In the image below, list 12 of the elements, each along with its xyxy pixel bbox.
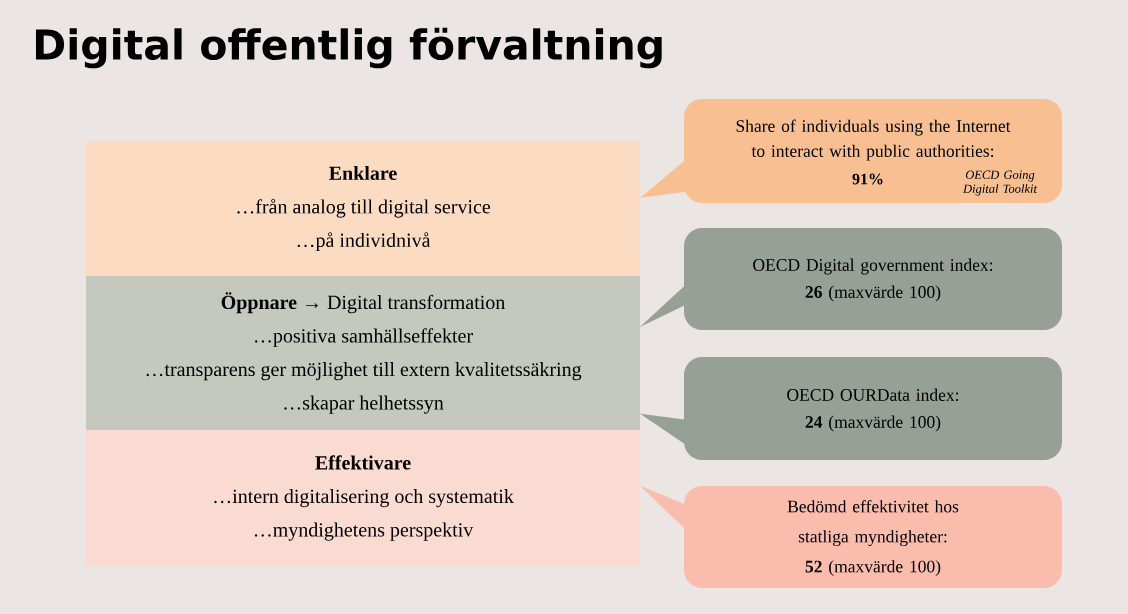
callout-pointer — [640, 159, 686, 198]
callout-box: Share of individuals using the Internet to interact with public authorities: 91% OECD Going Digital Toolkit — [684, 99, 1062, 203]
band: Enklare …från analog till digital service …på individnivå — [86, 141, 640, 276]
band: Öppnare → Digital transformation …positiva samhällseffekter …transparens ger möjlighet till extern kvalitetssäkring …skapar helhetssyn — [86, 276, 640, 430]
band: Effektivare …intern digitalisering och systematik …myndighetens perspektiv — [86, 430, 640, 566]
callout-pointer — [640, 413, 686, 445]
callout-box: OECD Digital government index: 26 (maxvärde 100) — [684, 228, 1062, 330]
callout-pointer — [640, 284, 686, 327]
callout-box: OECD OURData index: 24 (maxvärde 100) — [684, 357, 1062, 460]
title: Digital offentlig förvaltning — [35, 27, 662, 69]
callout-pointer — [640, 485, 686, 530]
callout-box: Bedömd effektivitet hos statliga myndigheter: 52 (maxvärde 100) — [684, 486, 1062, 588]
